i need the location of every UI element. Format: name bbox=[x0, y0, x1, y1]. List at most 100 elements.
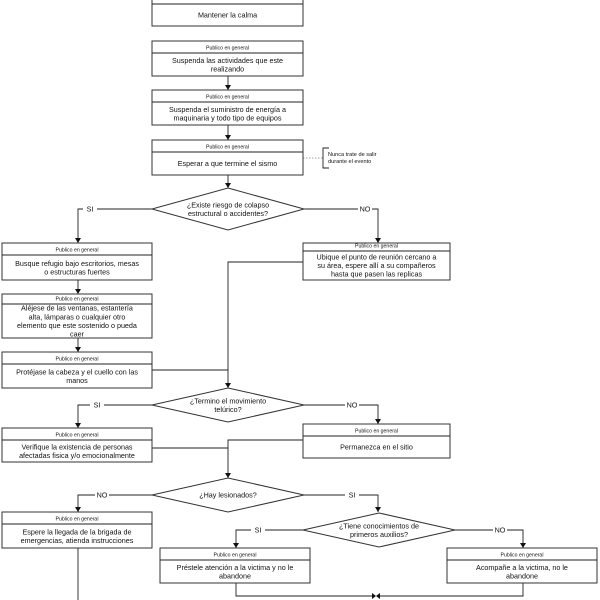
step-text: Permanezca en el sitio bbox=[340, 443, 413, 452]
step-text: Suspenda el suministro de energía a bbox=[169, 105, 286, 114]
decision-text: primeros auxilios? bbox=[350, 530, 408, 539]
arrow-head-icon bbox=[75, 423, 81, 428]
decision-text: estructural o accidentes? bbox=[188, 209, 268, 218]
role-header: Publico en general bbox=[56, 248, 99, 254]
connector-line bbox=[303, 494, 379, 512]
step-text: Busque refugio bajo escritorios, mesas bbox=[15, 259, 139, 268]
arrow-head-icon bbox=[376, 593, 380, 599]
decision-lesionados: ¿Hay lesionados? bbox=[151, 477, 305, 513]
role-header: Publico en general bbox=[206, 95, 249, 101]
decision-text: ¿Hay lesionados? bbox=[199, 491, 257, 500]
role-header: Publico en general bbox=[501, 553, 544, 559]
decision-text: telúrico? bbox=[214, 405, 241, 414]
branch-label-no: NO bbox=[347, 401, 358, 410]
step-text: realizando bbox=[211, 64, 244, 73]
connector-line bbox=[227, 439, 303, 478]
arrow-head-icon bbox=[375, 507, 381, 512]
role-header: Publico en general bbox=[206, 46, 249, 52]
role-header: Publico en general bbox=[355, 244, 398, 250]
decision-text: ¿Tiene conocimientos de bbox=[339, 521, 419, 530]
branch-label-yes: SI bbox=[87, 205, 94, 214]
connector-line bbox=[77, 404, 152, 428]
note-text: durante el evento bbox=[328, 159, 371, 165]
arrow-head-icon bbox=[75, 347, 81, 352]
arrow-head-icon bbox=[225, 135, 231, 140]
step-text: Acompañe a la victima, no le bbox=[476, 563, 568, 572]
connector-line bbox=[303, 208, 379, 243]
arrow-head-icon bbox=[372, 593, 376, 599]
arrow-head-icon bbox=[375, 238, 381, 243]
connector-line bbox=[455, 529, 524, 548]
role-header: Publico en general bbox=[355, 429, 398, 435]
step-text: hasta que pasen las replicas bbox=[331, 270, 423, 279]
branch-label-yes: SI bbox=[255, 526, 262, 535]
branch-label-no: NO bbox=[360, 205, 371, 214]
role-header: Publico en general bbox=[206, 145, 249, 151]
role-header: Publico en general bbox=[214, 553, 257, 559]
step-text: maquinaria y todo tipo de equipos bbox=[174, 113, 282, 122]
step-text: Protéjase la cabeza y el cuello con las bbox=[16, 367, 138, 376]
arrow-head-icon bbox=[75, 238, 81, 243]
step-text: elemento que este sostenido o pueda bbox=[17, 321, 137, 330]
arrow-head-icon bbox=[225, 85, 231, 90]
connector-line bbox=[303, 404, 379, 424]
decision-text: ¿Termino el movimiento bbox=[190, 396, 266, 405]
arrow-head-icon bbox=[233, 543, 239, 548]
step-text: su área, espere allí a su compañeros bbox=[317, 261, 436, 270]
role-header: Publico en general bbox=[56, 297, 99, 303]
step-text: manos bbox=[66, 376, 88, 385]
decision-text: ¿Existe riesgo de colapso bbox=[187, 200, 269, 209]
arrow-head-icon bbox=[75, 289, 81, 294]
step-text: afectadas fisica y/o emocionalmente bbox=[19, 451, 135, 460]
role-header: Publico en general bbox=[56, 433, 99, 439]
arrow-head-icon bbox=[225, 383, 231, 388]
step-text: abandone bbox=[219, 571, 251, 580]
role-header: Publico en general bbox=[56, 517, 99, 523]
step-text: abandone bbox=[506, 571, 538, 580]
arrow-head-icon bbox=[375, 419, 381, 424]
connector-line bbox=[235, 583, 372, 597]
connector-line bbox=[227, 261, 303, 388]
process-box-calma: Mantener la calma bbox=[151, 0, 304, 27]
step-text: Esperar a que termine el sismo bbox=[178, 159, 277, 168]
branch-label-yes: SI bbox=[94, 401, 101, 410]
note-bracket bbox=[322, 147, 329, 169]
step-text: o estructuras fuertes bbox=[44, 267, 110, 276]
role-header: Publico en general bbox=[56, 357, 99, 363]
arrow-head-icon bbox=[225, 183, 231, 188]
step-text: Préstele atención a la victima y no le bbox=[177, 563, 294, 572]
connector-line bbox=[235, 529, 303, 548]
step-text: alta, lámparas o cualquier otro bbox=[29, 312, 126, 321]
arrow-head-icon bbox=[225, 473, 231, 478]
step-text: Espere la llegada de la brigada de bbox=[22, 527, 131, 536]
branch-label-no: NO bbox=[97, 491, 108, 500]
note-text: Nunca trate de salir bbox=[328, 152, 377, 158]
step-text: Suspenda las actividades que este bbox=[172, 56, 283, 65]
step-text: emergencias, atienda instrucciones bbox=[21, 536, 134, 545]
branch-label-no: NO bbox=[495, 526, 506, 535]
connector-line bbox=[378, 583, 524, 597]
connector-line bbox=[77, 494, 152, 512]
arrow-head-icon bbox=[520, 543, 526, 548]
step-text: caer bbox=[70, 330, 85, 339]
arrow-head-icon bbox=[75, 507, 81, 512]
branch-label-yes: SI bbox=[349, 491, 356, 500]
step-text: Aléjese de las ventanas, estantería bbox=[21, 304, 133, 313]
step-text: Ubique el punto de reunión cercano a bbox=[317, 253, 437, 262]
connector-line bbox=[77, 208, 152, 243]
